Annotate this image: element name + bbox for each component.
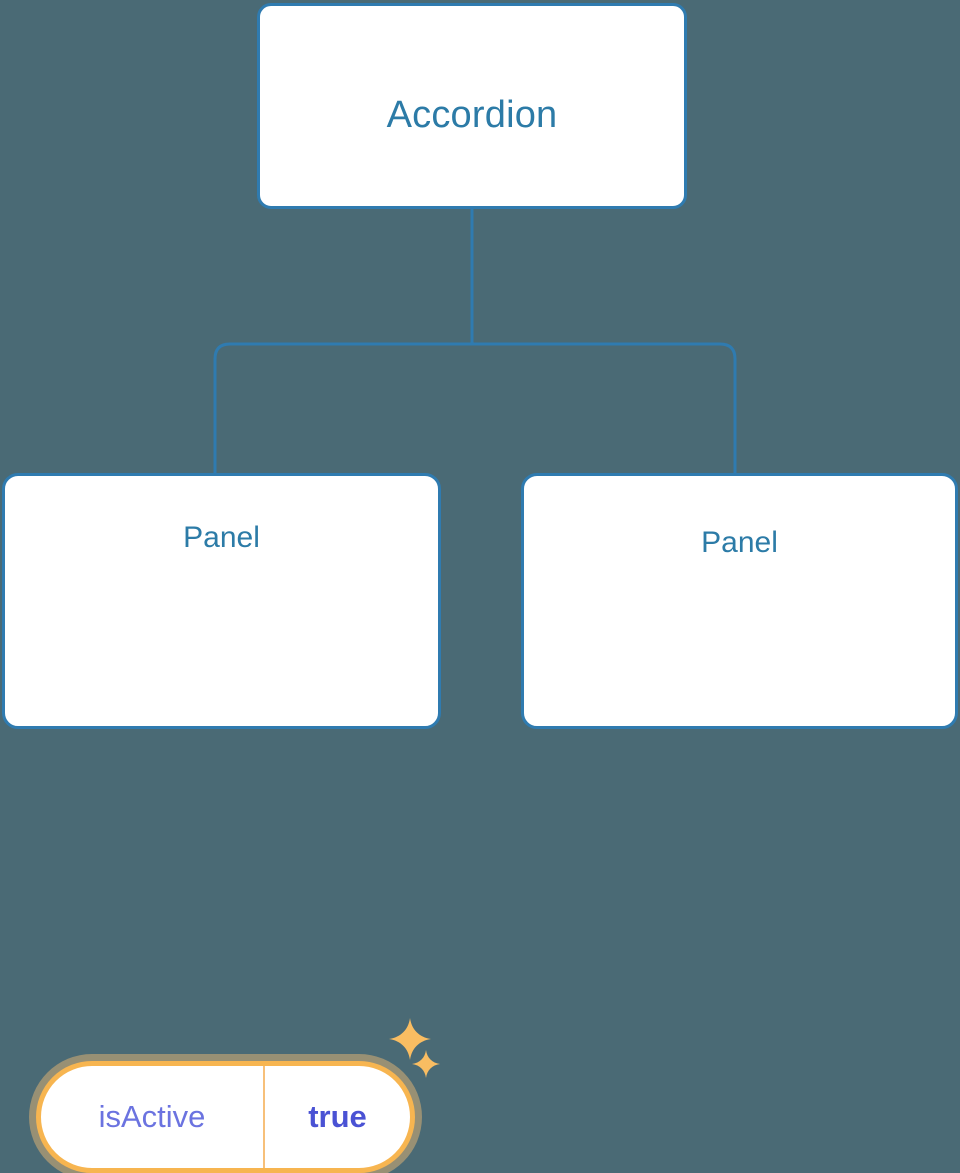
node-panel-inactive-title: Panel — [701, 526, 778, 559]
sparkle-small-icon — [412, 1050, 440, 1078]
prop-value-label: true — [308, 1099, 367, 1134]
prop-pill-isactive-true[interactable]: isActive true — [36, 1061, 415, 1173]
sparkle-icon — [389, 1018, 431, 1060]
node-panel-inactive[interactable]: Panel isActive false — [521, 473, 958, 729]
connector-branch-bar — [213, 342, 737, 473]
node-accordion-title: Accordion — [386, 94, 558, 136]
node-panel-active[interactable]: Panel isActive true — [2, 473, 441, 1173]
node-accordion[interactable]: Accordion — [257, 3, 687, 209]
diagram-canvas: Accordion Panel isActive true Panel isAc… — [2, 3, 958, 1173]
node-panel-active-title: Panel — [183, 521, 260, 554]
prop-key-label: isActive — [41, 1066, 265, 1168]
